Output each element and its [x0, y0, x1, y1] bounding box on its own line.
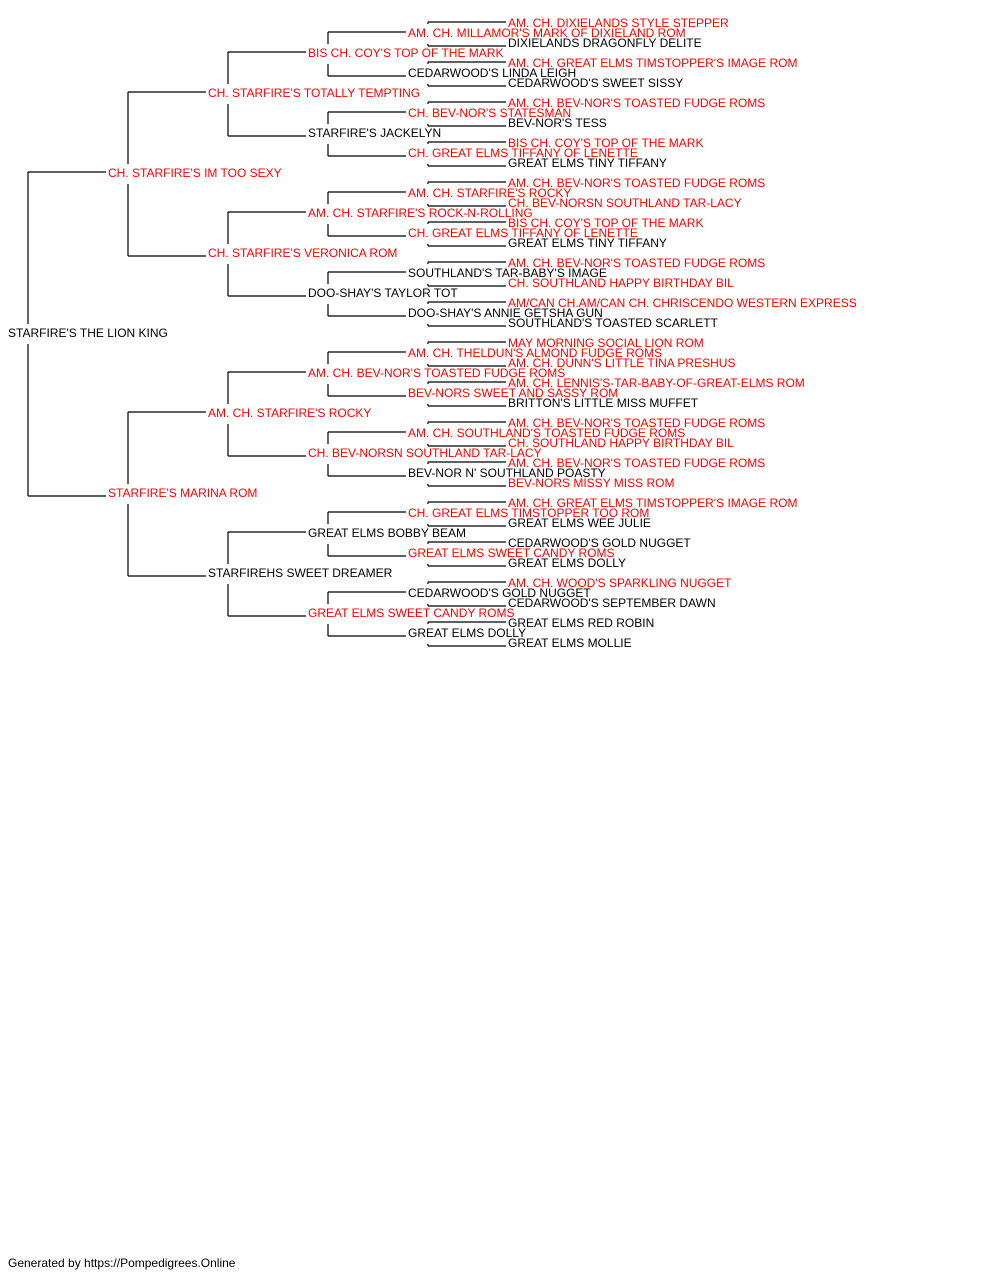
pedigree-name-gen5-10: BIS CH. COY'S TOP OF THE MARK — [508, 216, 703, 230]
pedigree-name-gen4-11: BEV-NOR N' SOUTHLAND POASTY — [408, 466, 606, 480]
pedigree-name-gen5-25: GREAT ELMS WEE JULIE — [508, 516, 651, 530]
pedigree-name-gen4-13: GREAT ELMS SWEET CANDY ROMS — [408, 546, 614, 560]
pedigree-name-gen5-22: AM. CH. BEV-NOR'S TOASTED FUDGE ROMS — [508, 456, 765, 470]
pedigree-name-gen1-0: CH. STARFIRE'S IM TOO SEXY — [108, 166, 282, 180]
pedigree-name-gen5-2: AM. CH. GREAT ELMS TIMSTOPPER'S IMAGE RO… — [508, 56, 797, 70]
pedigree-name-gen4-15: GREAT ELMS DOLLY — [408, 626, 526, 640]
pedigree-name-gen5-17: AM. CH. DUNN'S LITTLE TINA PRESHUS — [508, 356, 735, 370]
pedigree-name-gen5-4: AM. CH. BEV-NOR'S TOASTED FUDGE ROMS — [508, 96, 765, 110]
pedigree-name-gen4-7: DOO-SHAY'S ANNIE GETSHA GUN — [408, 306, 603, 320]
pedigree-name-gen0-0: STARFIRE'S THE LION KING — [8, 326, 168, 340]
pedigree-name-gen1-1: STARFIRE'S MARINA ROM — [108, 486, 257, 500]
pedigree-name-gen5-9: CH. BEV-NORSN SOUTHLAND TAR-LACY — [508, 196, 742, 210]
pedigree-name-gen5-31: GREAT ELMS MOLLIE — [508, 636, 632, 650]
pedigree-name-gen4-9: BEV-NORS SWEET AND SASSY ROM — [408, 386, 618, 400]
pedigree-name-gen2-1: CH. STARFIRE'S VERONICA ROM — [208, 246, 397, 260]
pedigree-name-gen5-5: BEV-NOR'S TESS — [508, 116, 607, 130]
pedigree-name-gen5-18: AM. CH. LENNIS'S-TAR-BABY-OF-GREAT-ELMS … — [508, 376, 805, 390]
pedigree-name-gen4-1: CEDARWOOD'S LINDA LEIGH — [408, 66, 576, 80]
pedigree-name-gen5-1: DIXIELANDS DRAGONFLY DELITE — [508, 36, 702, 50]
pedigree-name-gen4-0: AM. CH. MILLAMOR'S MARK OF DIXIELAND ROM — [408, 26, 686, 40]
pedigree-name-gen5-28: AM. CH. WOOD'S SPARKLING NUGGET — [508, 576, 732, 590]
pedigree-name-gen5-29: CEDARWOOD'S SEPTEMBER DAWN — [508, 596, 716, 610]
pedigree-name-gen3-4: AM. CH. BEV-NOR'S TOASTED FUDGE ROMS — [308, 366, 565, 380]
pedigree-name-gen4-8: AM. CH. THELDUN'S ALMOND FUDGE ROMS — [408, 346, 662, 360]
pedigree-name-gen5-7: GREAT ELMS TINY TIFFANY — [508, 156, 667, 170]
pedigree-name-gen5-12: AM. CH. BEV-NOR'S TOASTED FUDGE ROMS — [508, 256, 765, 270]
pedigree-name-gen3-0: BIS CH. COY'S TOP OF THE MARK — [308, 46, 503, 60]
pedigree-name-gen5-26: CEDARWOOD'S GOLD NUGGET — [508, 536, 691, 550]
pedigree-name-gen4-3: CH. GREAT ELMS TIFFANY OF LENETTE — [408, 146, 638, 160]
pedigree-name-gen5-21: CH. SOUTHLAND HAPPY BIRTHDAY BIL — [508, 436, 734, 450]
pedigree-name-gen3-7: GREAT ELMS SWEET CANDY ROMS — [308, 606, 514, 620]
connector-lines — [27, 21, 506, 647]
pedigree-name-gen5-20: AM. CH. BEV-NOR'S TOASTED FUDGE ROMS — [508, 416, 765, 430]
pedigree-name-gen5-3: CEDARWOOD'S SWEET SISSY — [508, 76, 683, 90]
pedigree-name-gen5-19: BRITTON'S LITTLE MISS MUFFET — [508, 396, 699, 410]
pedigree-name-gen3-2: AM. CH. STARFIRE'S ROCK-N-ROLLING — [308, 206, 533, 220]
pedigree-name-gen4-12: CH. GREAT ELMS TIMSTOPPER TOO ROM — [408, 506, 649, 520]
pedigree-name-gen4-6: SOUTHLAND'S TAR-BABY'S IMAGE — [408, 266, 607, 280]
pedigree-name-gen2-2: AM. CH. STARFIRE'S ROCKY — [208, 406, 371, 420]
pedigree-name-gen4-14: CEDARWOOD'S GOLD NUGGET — [408, 586, 591, 600]
pedigree-name-gen5-30: GREAT ELMS RED ROBIN — [508, 616, 654, 630]
pedigree-name-gen5-11: GREAT ELMS TINY TIFFANY — [508, 236, 667, 250]
pedigree-name-gen5-6: BIS CH. COY'S TOP OF THE MARK — [508, 136, 703, 150]
ancestor-names: STARFIRE'S THE LION KING CH. STARFIRE'S I… — [8, 16, 857, 650]
pedigree-name-gen5-0: AM. CH. DIXIELANDS STYLE STEPPER — [508, 16, 729, 30]
pedigree-name-gen5-27: GREAT ELMS DOLLY — [508, 556, 626, 570]
pedigree-name-gen3-6: GREAT ELMS BOBBY BEAM — [308, 526, 466, 540]
pedigree-name-gen5-13: CH. SOUTHLAND HAPPY BIRTHDAY BIL — [508, 276, 734, 290]
pedigree-name-gen4-4: AM. CH. STARFIRE'S ROCKY — [408, 186, 571, 200]
pedigree-name-gen4-2: CH. BEV-NOR'S STATESMAN — [408, 106, 571, 120]
pedigree-name-gen3-5: CH. BEV-NORSN SOUTHLAND TAR-LACY — [308, 446, 542, 460]
pedigree-name-gen2-0: CH. STARFIRE'S TOTALLY TEMPTING — [208, 86, 420, 100]
pedigree-name-gen5-23: BEV-NORS MISSY MISS ROM — [508, 476, 674, 490]
pedigree-name-gen5-16: MAY MORNING SOCIAL LION ROM — [508, 336, 704, 350]
pedigree-name-gen2-3: STARFIREHS SWEET DREAMER — [208, 566, 393, 580]
pedigree-name-gen3-1: STARFIRE'S JACKELYN — [308, 126, 441, 140]
pedigree-name-gen4-5: CH. GREAT ELMS TIFFANY OF LENETTE — [408, 226, 638, 240]
pedigree-name-gen3-3: DOO-SHAY'S TAYLOR TOT — [308, 286, 458, 300]
generated-by-footer: Generated by https://Pompedigrees.Online — [8, 1256, 236, 1270]
pedigree-name-gen5-14: AM/CAN CH.AM/CAN CH. CHRISCENDO WESTERN … — [508, 296, 857, 310]
pedigree-name-gen5-24: AM. CH. GREAT ELMS TIMSTOPPER'S IMAGE RO… — [508, 496, 797, 510]
pedigree-name-gen5-15: SOUTHLAND'S TOASTED SCARLETT — [508, 316, 719, 330]
pedigree-name-gen4-10: AM. CH. SOUTHLAND'S TOASTED FUDGE ROMS — [408, 426, 685, 440]
pedigree-name-gen5-8: AM. CH. BEV-NOR'S TOASTED FUDGE ROMS — [508, 176, 765, 190]
